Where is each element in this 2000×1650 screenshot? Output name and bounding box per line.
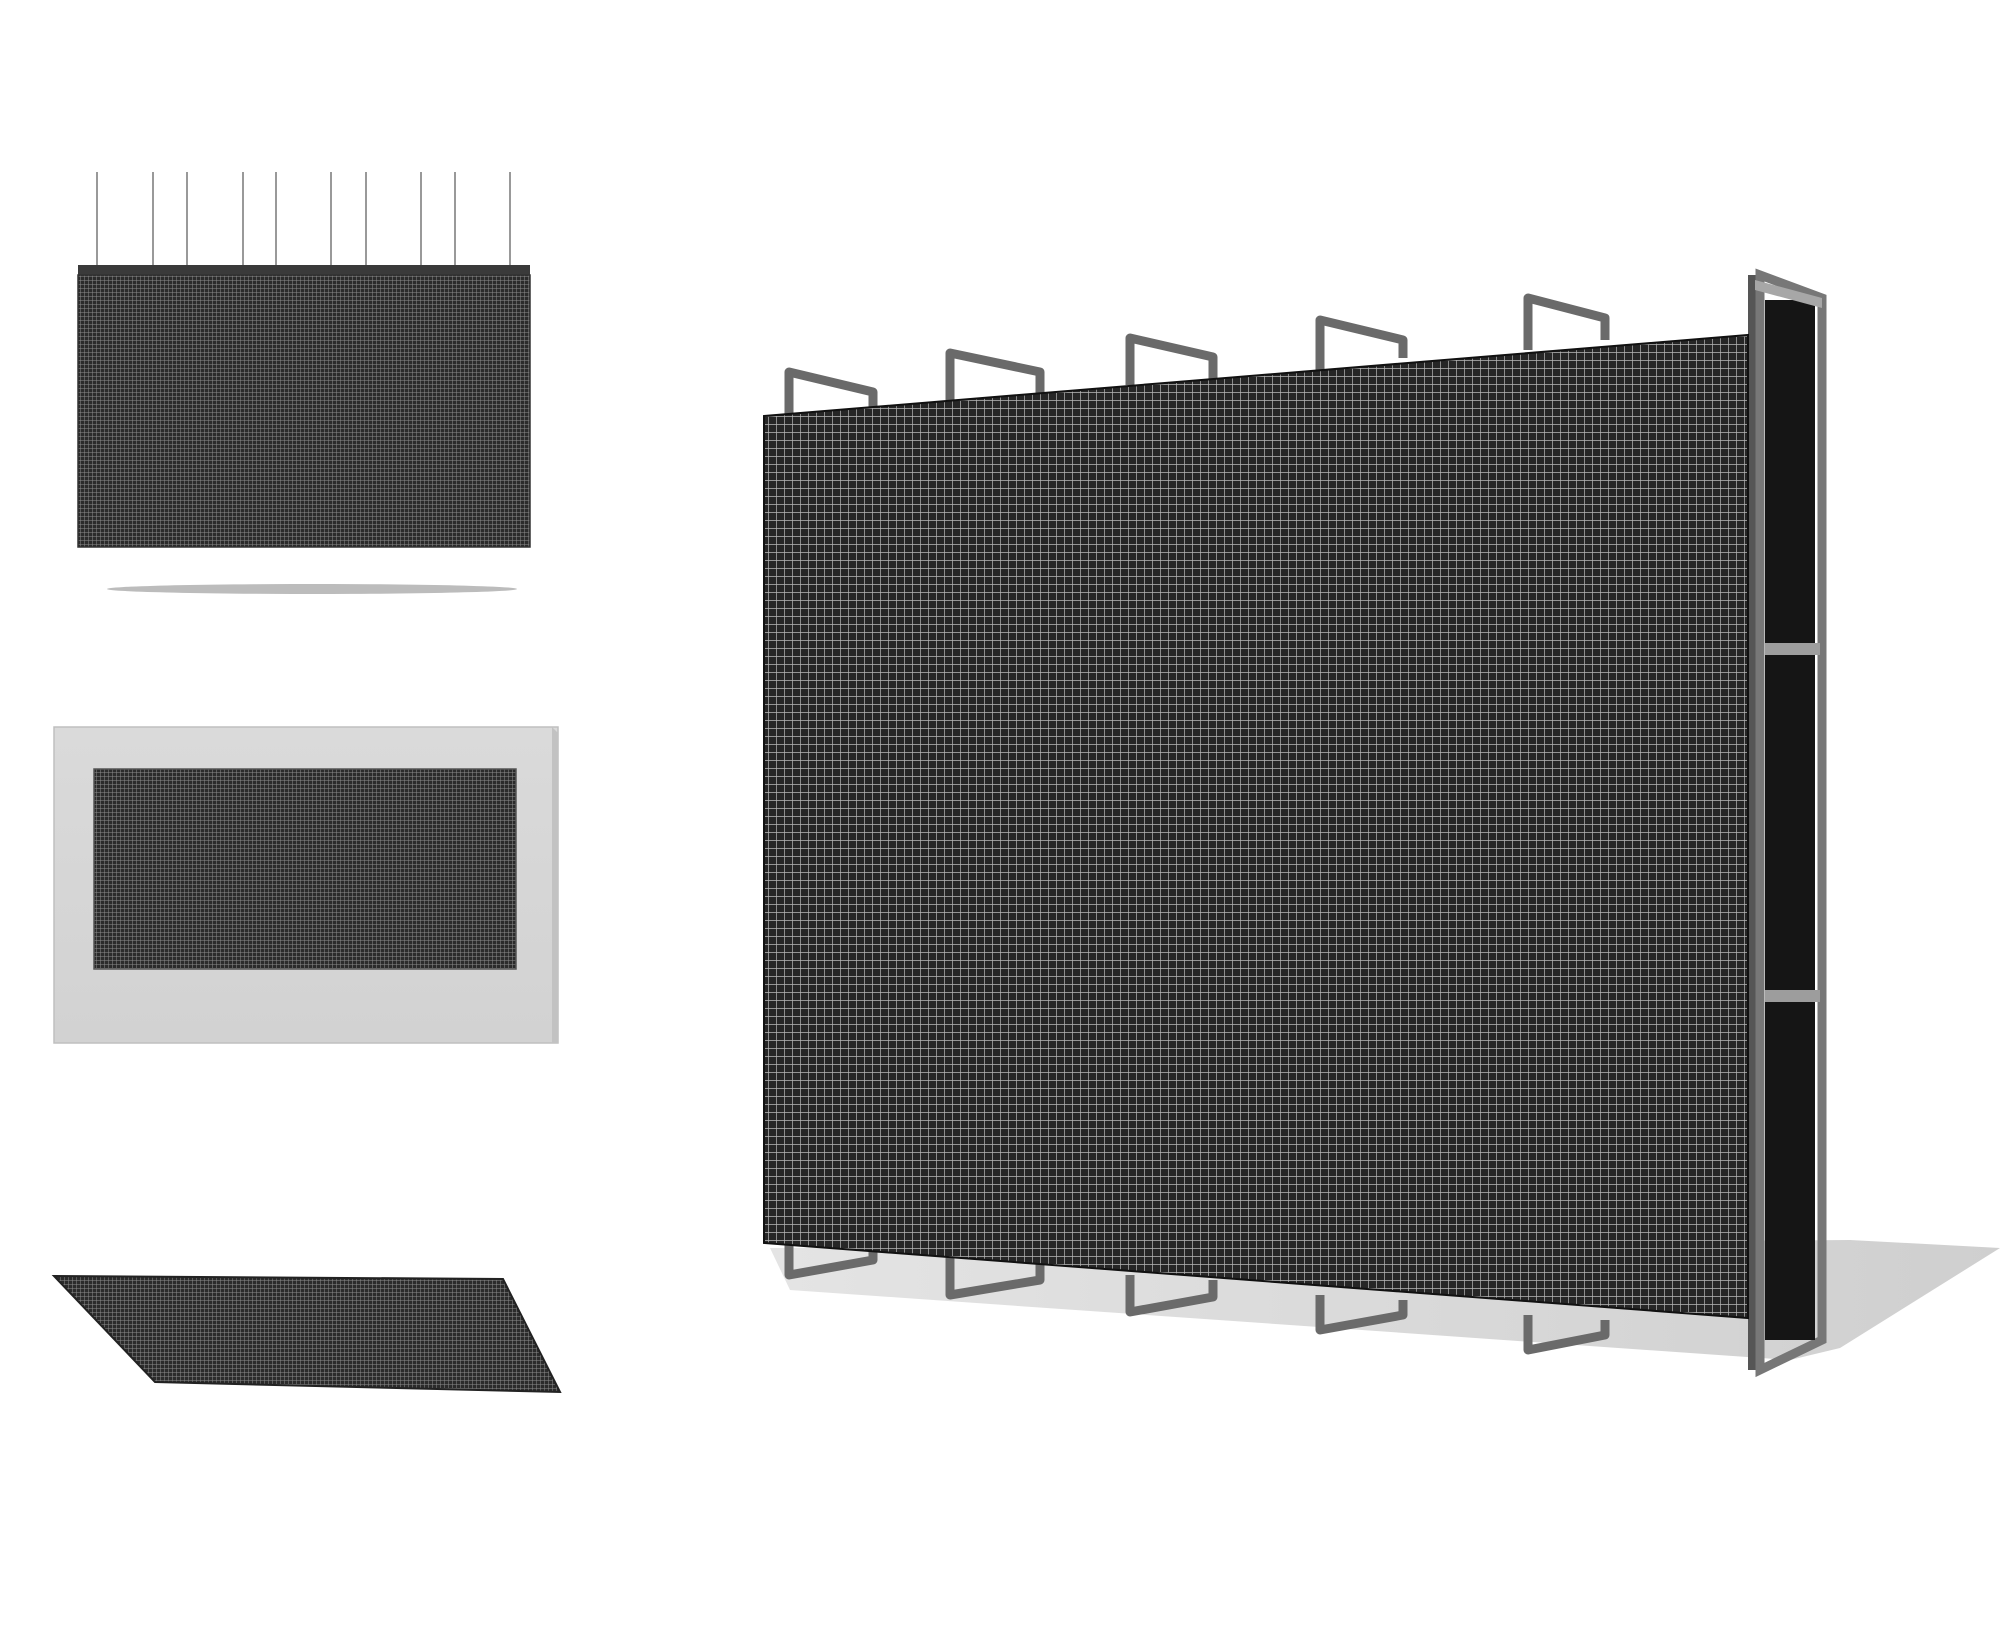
wall-side-edge xyxy=(552,727,558,1043)
floor-led-screen xyxy=(51,1274,562,1394)
freestanding-led-wall-view xyxy=(763,268,2000,1378)
hanging-bar xyxy=(78,265,530,275)
suspension-cables xyxy=(96,172,511,265)
hanging-led-screen xyxy=(77,274,531,548)
hanging-led-wall-view xyxy=(77,172,531,594)
hanging-shadow xyxy=(107,584,517,594)
floor-led-panel-view xyxy=(51,1274,562,1394)
side-frame xyxy=(1748,268,1827,1378)
recessed-led-screen xyxy=(93,768,517,970)
recessed-led-wall-view xyxy=(53,726,559,1044)
freestanding-led-screen xyxy=(763,333,1749,1320)
